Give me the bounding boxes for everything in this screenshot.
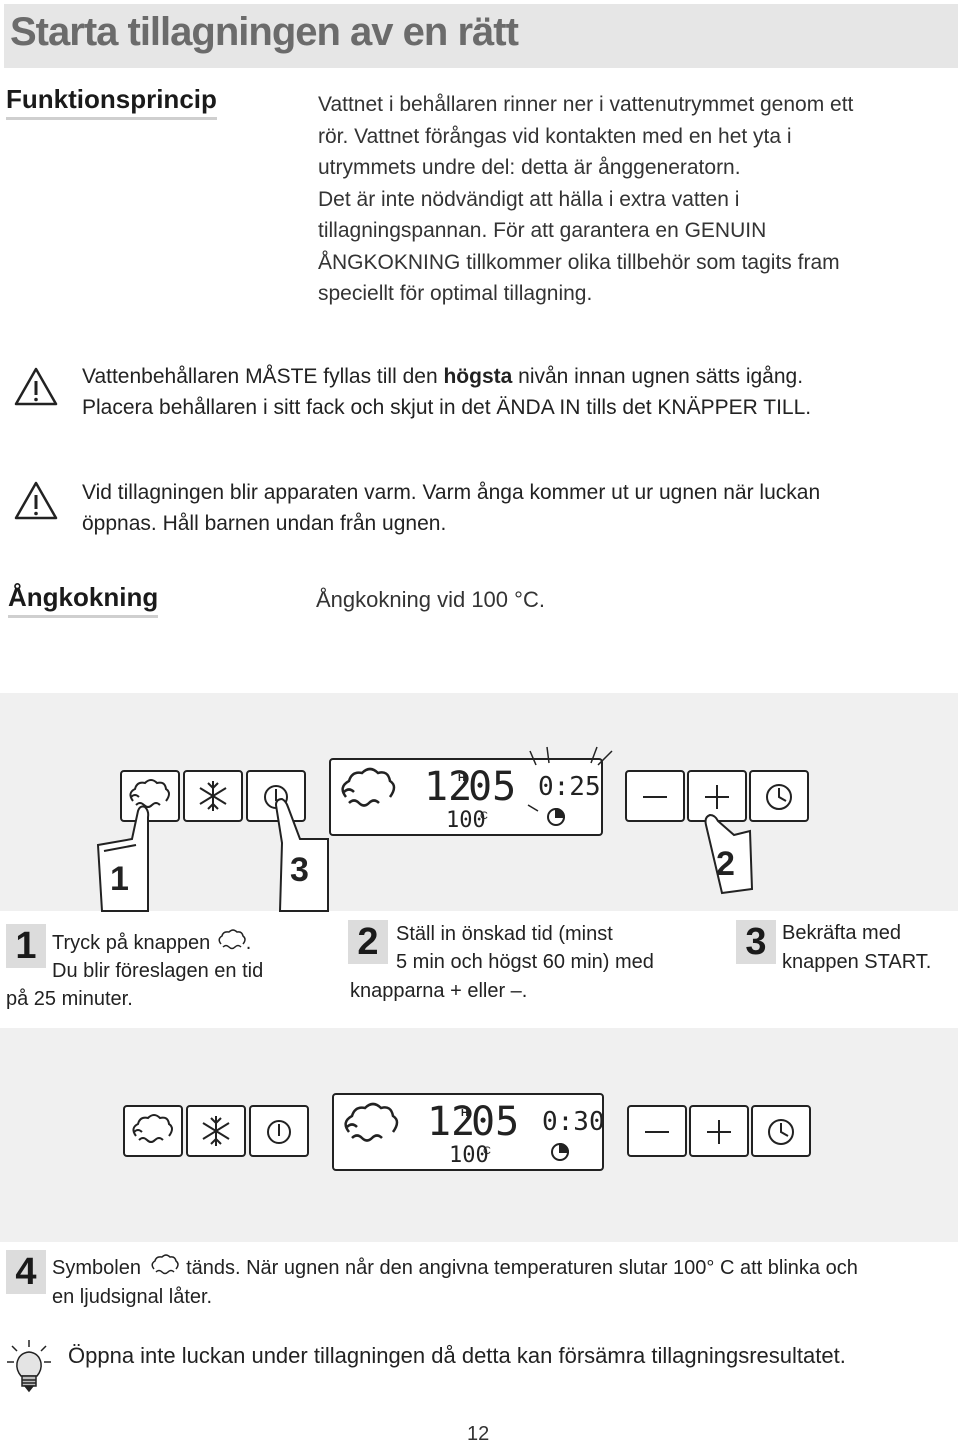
power-icon — [267, 1120, 291, 1144]
control-panel-diagram-2: 12 H 05 100 C 0:30 — [123, 1093, 811, 1171]
clock-icon — [768, 1119, 794, 1145]
title-bar — [4, 4, 958, 68]
display-temp: 100 — [449, 1143, 489, 1168]
step-text-1-line2: Du blir föreslagen en tid — [52, 960, 264, 982]
plus-icon — [705, 785, 729, 809]
warning-text-part: nivån innan ugnen sätts igång. — [512, 365, 804, 388]
clock-icon — [766, 784, 792, 810]
steam-icon — [129, 779, 170, 808]
step-text-2: Ställ in önskad tid (minst — [396, 923, 613, 945]
plus-icon — [707, 1120, 731, 1144]
step-text-1: Tryck på knappen . — [52, 929, 251, 957]
display-unit: C — [483, 1145, 491, 1157]
display-unit: C — [480, 810, 488, 822]
display-minute: 05 — [468, 764, 516, 810]
step-text-3: Bekräfta med — [782, 922, 901, 944]
steam-icon — [151, 1254, 179, 1275]
step-text-1-line3: på 25 minuter. — [6, 988, 133, 1010]
display-steam-icon — [344, 1102, 399, 1142]
body-line: speciellt för optimal tillagning. — [318, 282, 593, 305]
warning-text-line: öppnas. Håll barnen undan från ugnen. — [82, 512, 447, 535]
display-timer: 0:30 — [542, 1107, 605, 1137]
body-line: ÅNGKOKNING tillkommer olika tillbehör so… — [318, 250, 840, 274]
body-line: rör. Vattnet förångas vid kontakten med … — [318, 124, 792, 148]
warning-text-1: Vattenbehållaren MÅSTE fyllas till den h… — [82, 361, 811, 423]
callout-2: 2 — [716, 845, 735, 883]
display-hour: 12 — [424, 764, 472, 810]
oven-display — [332, 1093, 604, 1171]
body-line: tillagningspannan. För att garantera en … — [318, 219, 767, 242]
display-h-marker: H — [461, 1108, 468, 1119]
warning-text-part: Vattenbehållaren MÅSTE fyllas till den — [82, 365, 444, 388]
hand-pointer-2 — [704, 813, 754, 895]
callout-3: 3 — [290, 851, 309, 889]
blink-rays — [527, 746, 613, 812]
display-h-marker: H — [458, 773, 465, 784]
step-text-part: Tryck på knappen — [52, 932, 211, 954]
warning-text-2: Vid tillagningen blir apparaten varm. Va… — [82, 477, 820, 539]
display-minute: 05 — [471, 1099, 519, 1145]
step-text-2-line3: knapparna + eller –. — [350, 980, 528, 1002]
step-text-part: Symbolen — [52, 1257, 141, 1279]
warning-text-line: Placera behållaren i sitt fack och skjut… — [82, 396, 812, 419]
section-heading-angkokning: Ångkokning — [8, 582, 159, 618]
step-number-4: 4 — [6, 1250, 46, 1294]
control-panel-diagram-1: 12 H 05 100 C 0:25 1 3 2 — [96, 746, 809, 912]
body-line: Vattnet i behållaren rinner ner i vatten… — [318, 93, 854, 116]
tip-text: Öppna inte luckan under tillagningen då … — [68, 1343, 846, 1368]
step-number-1: 1 — [6, 924, 46, 968]
snowflake-icon — [199, 781, 227, 811]
step-number-3: 3 — [736, 920, 776, 964]
display-steam-icon — [341, 767, 396, 807]
body-line: utrymmets undre del: detta är ånggenerat… — [318, 156, 741, 179]
steam-icon — [132, 1114, 173, 1143]
body-line: Det är inte nödvändigt att hälla i extra… — [318, 187, 740, 211]
hand-pointer-3 — [274, 797, 329, 912]
hand-pointer-1 — [96, 805, 150, 912]
warning-icon — [14, 481, 58, 520]
snowflake-icon — [202, 1116, 230, 1146]
display-clock-icon — [547, 807, 566, 826]
section-body-funktionsprincip: Vattnet i behållaren rinner ner i vatten… — [318, 89, 956, 310]
display-temp: 100 — [446, 808, 486, 833]
section-heading-funktionsprincip: Funktionsprincip — [6, 84, 217, 120]
display-clock-icon — [551, 1142, 570, 1161]
step-text-part: tänds. När ugnen når den angivna tempera… — [186, 1257, 858, 1279]
step-number-2: 2 — [348, 920, 388, 964]
callout-1: 1 — [110, 860, 129, 898]
steam-icon — [218, 929, 246, 950]
step-text-4: Symbolen tänds. När ugnen når den angivn… — [52, 1254, 858, 1282]
page-number: 12 — [467, 1423, 490, 1445]
lightbulb-icon — [7, 1340, 51, 1393]
step-text-4-line2: en ljudsignal låter. — [52, 1286, 213, 1308]
page-title: Starta tillagningen av en rätt — [10, 10, 519, 54]
warning-icon — [14, 367, 58, 406]
oven-display — [329, 758, 603, 836]
step-text-3-line2: knappen START. — [782, 951, 932, 973]
step-text-part: . — [245, 932, 252, 954]
display-timer: 0:25 — [538, 772, 601, 802]
warning-text-line: Vid tillagningen blir apparaten varm. Va… — [82, 481, 821, 504]
display-hour: 12 — [427, 1099, 475, 1145]
section-body-angkokning: Ångkokning vid 100 °C. — [316, 587, 545, 612]
step-text-2-line2: 5 min och högst 60 min) med — [396, 951, 654, 973]
warning-text-bold: högsta — [443, 365, 513, 388]
